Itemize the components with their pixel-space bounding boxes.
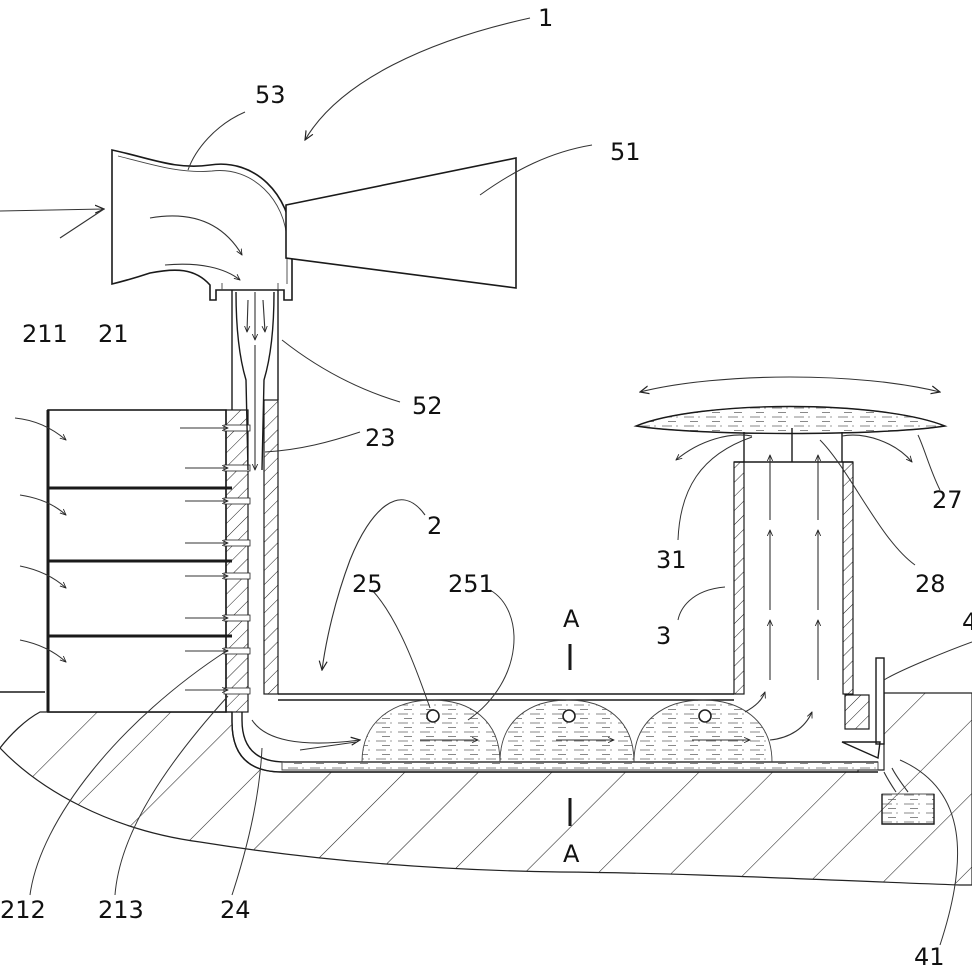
label-a-bottom: A bbox=[563, 840, 580, 868]
chamber-inflow-arrows bbox=[14, 417, 228, 690]
label-23: 23 bbox=[365, 424, 396, 452]
leader-lines bbox=[29, 17, 972, 946]
label-53: 53 bbox=[255, 81, 286, 109]
dome-pipe-3 bbox=[698, 709, 712, 723]
label-31: 31 bbox=[656, 546, 687, 574]
label-41: 41 bbox=[914, 943, 945, 971]
intake-pipe-hatched-wall bbox=[263, 399, 279, 695]
label-4: 4 bbox=[962, 608, 972, 636]
reference-labels: 1 53 51 211 21 52 23 2 25 251 A A 3 31 2… bbox=[0, 4, 972, 971]
label-24: 24 bbox=[220, 896, 251, 924]
inlet-hatched-wall bbox=[225, 409, 249, 713]
label-21: 21 bbox=[98, 320, 129, 348]
label-2: 2 bbox=[427, 512, 442, 540]
intake-pipe bbox=[231, 282, 279, 471]
collector-tank bbox=[881, 793, 935, 825]
label-52: 52 bbox=[412, 392, 443, 420]
label-25: 25 bbox=[352, 570, 383, 598]
channel-floor-water bbox=[281, 761, 879, 771]
scoop-body bbox=[111, 149, 293, 301]
ground-channel bbox=[231, 644, 879, 826]
dome-pipe-1 bbox=[426, 709, 440, 723]
label-251: 251 bbox=[448, 570, 494, 598]
label-3: 3 bbox=[656, 622, 671, 650]
label-1: 1 bbox=[538, 4, 553, 32]
label-211: 211 bbox=[22, 320, 68, 348]
label-a-top: A bbox=[563, 605, 580, 633]
rising-pipe bbox=[733, 428, 854, 695]
label-213: 213 bbox=[98, 896, 144, 924]
label-212: 212 bbox=[0, 896, 46, 924]
label-51: 51 bbox=[610, 138, 641, 166]
tail-vane bbox=[285, 157, 517, 289]
water-collector bbox=[841, 657, 935, 825]
dome-pipe-2 bbox=[562, 709, 576, 723]
label-27: 27 bbox=[932, 486, 963, 514]
venturi-nozzle bbox=[235, 291, 275, 471]
condensation-domes bbox=[361, 692, 813, 763]
top-cap bbox=[633, 376, 948, 462]
label-28: 28 bbox=[915, 570, 946, 598]
wind-scoop bbox=[0, 149, 517, 301]
vent-holes bbox=[223, 424, 251, 695]
air-chambers bbox=[14, 399, 279, 713]
